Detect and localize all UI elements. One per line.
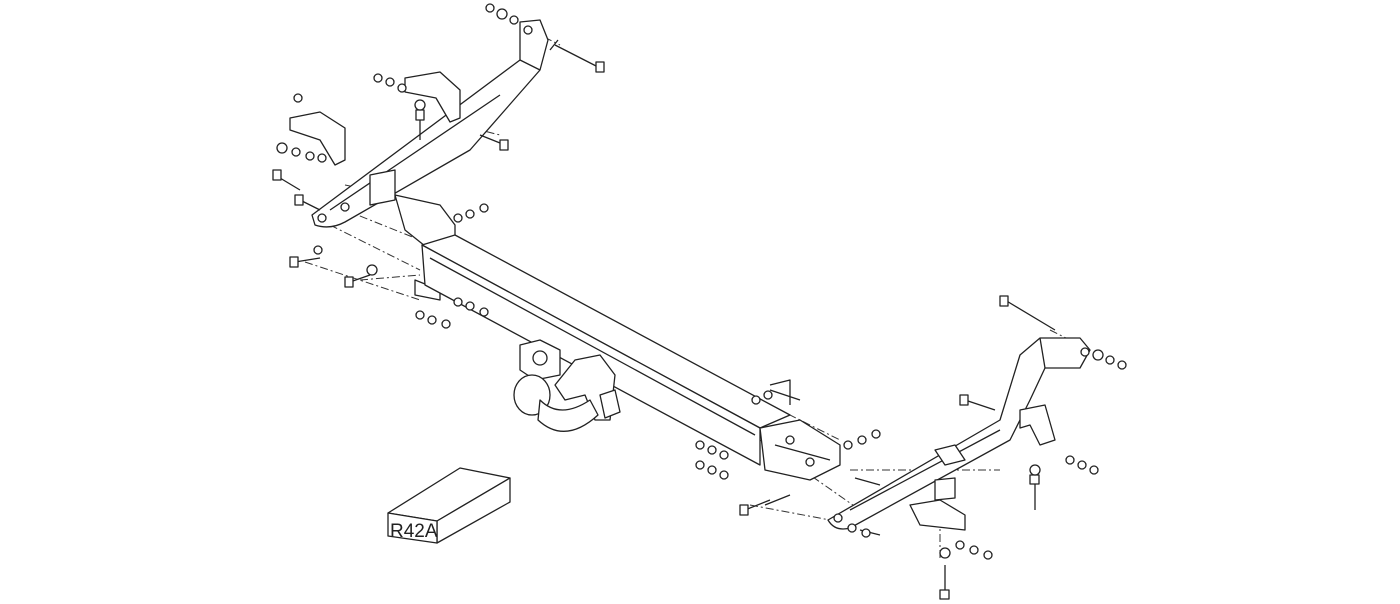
kit-box: R42A <box>387 467 511 544</box>
bolts <box>272 39 1056 600</box>
left-mounting-arm <box>289 19 549 228</box>
right-beam-bracket <box>759 379 841 481</box>
main-crossbeam <box>421 234 791 466</box>
tow-ball-assembly <box>513 339 621 433</box>
kit-label: R42A <box>390 521 438 542</box>
nuts-and-washers <box>276 3 1127 560</box>
right-mounting-arm <box>827 337 1091 531</box>
